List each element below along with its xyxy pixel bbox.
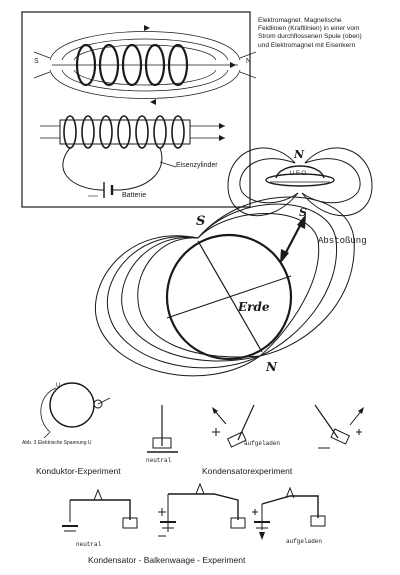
ufo-south-label: S xyxy=(299,206,307,219)
figure-frame xyxy=(21,11,251,208)
figure-caption: Elektromagnet. Magnetische Feldlinien (K… xyxy=(258,17,396,50)
coil-arrows xyxy=(144,25,236,105)
coil-field-lines xyxy=(33,31,257,99)
electroscope-charged-left xyxy=(212,404,255,448)
abb3-label: Abb. 3 Elektrische Spannung U xyxy=(22,440,92,446)
electroscope-neutral xyxy=(147,405,178,453)
balance-charged-right xyxy=(252,486,326,540)
battery-label: Batterie xyxy=(122,192,147,199)
earth-globe xyxy=(165,233,293,361)
ufo-icon xyxy=(265,165,335,187)
repulsion-label: Abstoßung xyxy=(318,236,367,246)
coil-north-label: N xyxy=(246,58,252,65)
ufo-north-label: N xyxy=(294,148,305,161)
conductor-experiment-title: Konduktor-Experiment xyxy=(36,466,121,476)
coil-south-label: S xyxy=(34,58,39,65)
electromagnet-figure xyxy=(21,11,257,208)
balance-charged-label: aufgeladen xyxy=(286,538,323,545)
caption-line: und Elektromagnet mit Eisenkern xyxy=(258,41,356,49)
earth-south-label: S xyxy=(196,214,206,229)
balance-charged-middle xyxy=(158,482,246,537)
conductor-sphere xyxy=(40,382,111,439)
coil-turns xyxy=(75,43,189,87)
caption-line: Elektromagnet. Magnetische xyxy=(258,17,342,24)
voltage-mark: U xyxy=(56,383,61,389)
iron-cylinder-label: Eisenzylinder xyxy=(176,162,218,169)
electroscope-charged-right xyxy=(314,404,364,449)
caption-line: Feldlinien (Kraftlinien) in einer vom xyxy=(258,25,360,33)
caption-line: Strom durchflossenen Spule (oben) xyxy=(258,33,362,41)
conductor-charged-label: aufgeladen xyxy=(244,440,281,447)
conductor-neutral-label: neutral xyxy=(146,457,172,464)
capacitor-experiment-title: Kondensatorexperiment xyxy=(202,466,293,476)
iron-core-coil xyxy=(40,115,225,198)
repulsion-arrow xyxy=(280,214,306,264)
ufo-field-lines xyxy=(227,147,373,217)
balance-neutral xyxy=(62,488,138,532)
earth-north-label: N xyxy=(266,360,277,374)
ufo-label: U F O xyxy=(290,171,306,177)
earth-label: Erde xyxy=(238,300,270,314)
balance-neutral-label: neutral xyxy=(76,541,102,548)
balance-experiment-title: Kondensator - Balkenwaage - Experiment xyxy=(88,555,246,565)
